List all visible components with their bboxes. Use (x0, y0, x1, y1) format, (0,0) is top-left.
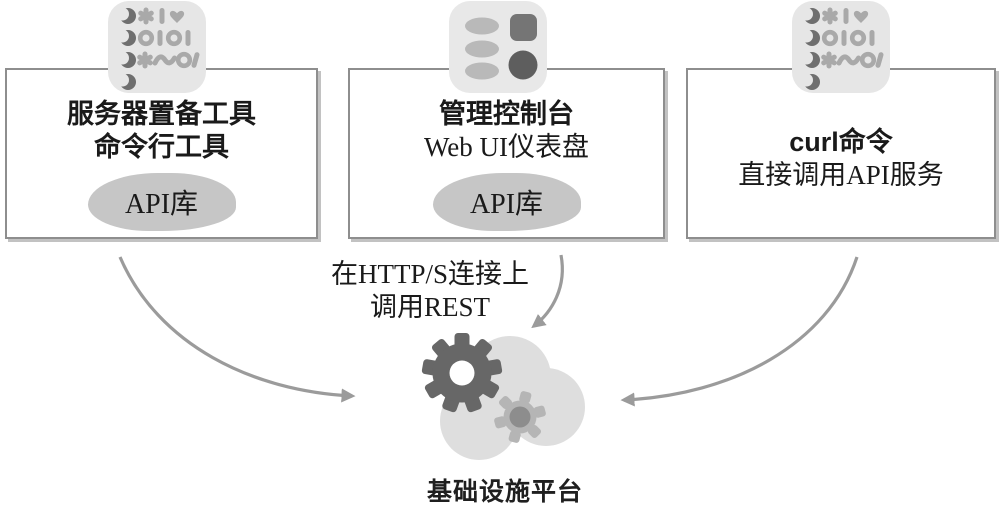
api-library-ellipse: API库 (87, 173, 236, 231)
platform-label: 基础设施平台 (426, 478, 583, 506)
box3-title-line1: curl命令 (789, 127, 893, 157)
arrow-curl-to-platform (620, 256, 859, 407)
api-library-label: API库 (124, 189, 199, 220)
box-management-console: 管理控制台 Web UI仪表盘 API库 (348, 68, 665, 239)
connection-note-line1: 在HTTP/S连接上 (330, 259, 530, 289)
code-listing-icon (108, 1, 206, 93)
pill-row-2 (465, 40, 499, 58)
large-gear (421, 333, 503, 413)
connection-note: 在HTTP/S连接上 调用REST (280, 258, 580, 324)
pill-row-1 (465, 17, 499, 35)
code-glyphs (137, 7, 200, 69)
box1-title-line2: 命令行工具 (94, 132, 229, 162)
tile-circle (508, 50, 538, 80)
arrow-console-to-platform (531, 254, 564, 329)
box-curl-command: curl命令 直接调用API服务 (686, 68, 996, 239)
api-library-label: API库 (469, 189, 544, 220)
box2-title-line1: 管理控制台 (439, 99, 574, 129)
dashboard-icon (449, 1, 547, 93)
arrow-provisioning-to-platform (118, 256, 356, 403)
gears-cloud-icon (421, 333, 585, 460)
crescent-glyphs (800, 7, 820, 90)
code-listing-icon (792, 1, 890, 93)
small-gear (494, 391, 546, 443)
pill-row-3 (465, 62, 499, 80)
tile-square (510, 14, 537, 41)
box1-title-line1: 服务器置备工具 (67, 99, 256, 129)
box-server-provisioning-tools: 服务器置备工具 命令行工具 API库 (5, 68, 318, 239)
connection-note-line2: 调用REST (369, 292, 490, 322)
api-library-ellipse: API库 (432, 173, 581, 231)
crescent-glyphs (116, 7, 136, 90)
box2-title-line2: Web UI仪表盘 (423, 132, 590, 162)
box3-title-line2: 直接调用API服务 (738, 160, 944, 190)
code-glyphs (821, 7, 884, 69)
